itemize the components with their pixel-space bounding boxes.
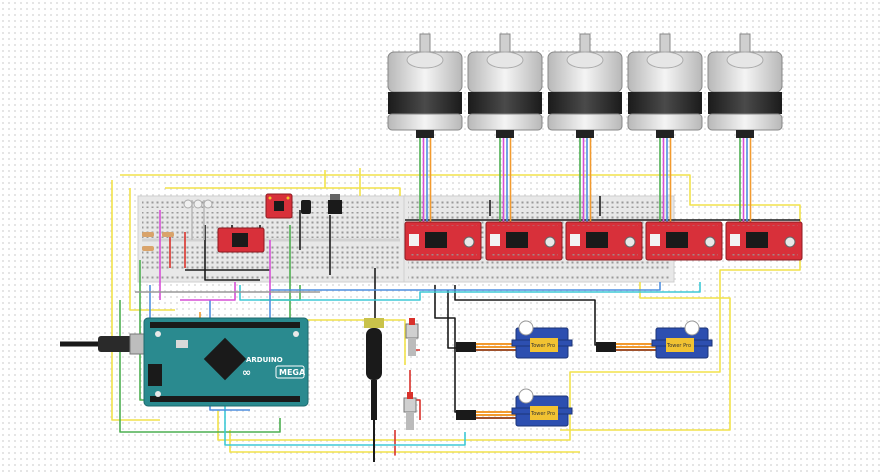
stepper-driver: [404, 221, 482, 261]
push-button: [405, 318, 419, 356]
stepper-driver: [565, 221, 643, 261]
capacitor: [301, 200, 311, 214]
servo-label: Tower Pro: [666, 343, 691, 349]
voltage-regulator: [328, 194, 342, 214]
stepper-motor: [467, 33, 543, 254]
push-button: [403, 392, 417, 430]
sensor-module: [265, 193, 293, 219]
stepper-driver: [485, 221, 563, 261]
stepper-driver: [725, 221, 803, 261]
wires: [111, 168, 801, 456]
servo: Tower Pro: [456, 320, 573, 359]
stepper-drivers: [404, 221, 803, 261]
led-array: [183, 199, 213, 209]
servo: Tower Pro: [456, 388, 573, 427]
arduino-mega: ARDUINO MEGA ∞: [60, 317, 309, 407]
driver-module-small: [217, 227, 265, 253]
servo-label: Tower Pro: [530, 411, 555, 417]
servo: Tower Pro: [596, 320, 713, 359]
resistors: [142, 232, 174, 251]
arduino-infinity-icon: ∞: [242, 366, 251, 379]
arduino-model-label: MEGA: [279, 368, 306, 377]
stepper-driver: [645, 221, 723, 261]
stepper-motors: [387, 33, 783, 254]
stepper-motor: [707, 33, 783, 254]
power-jack: [364, 318, 384, 462]
servo-label: Tower Pro: [530, 343, 555, 349]
arduino-brand-label: ARDUINO: [246, 356, 283, 364]
stepper-motor: [547, 33, 623, 254]
